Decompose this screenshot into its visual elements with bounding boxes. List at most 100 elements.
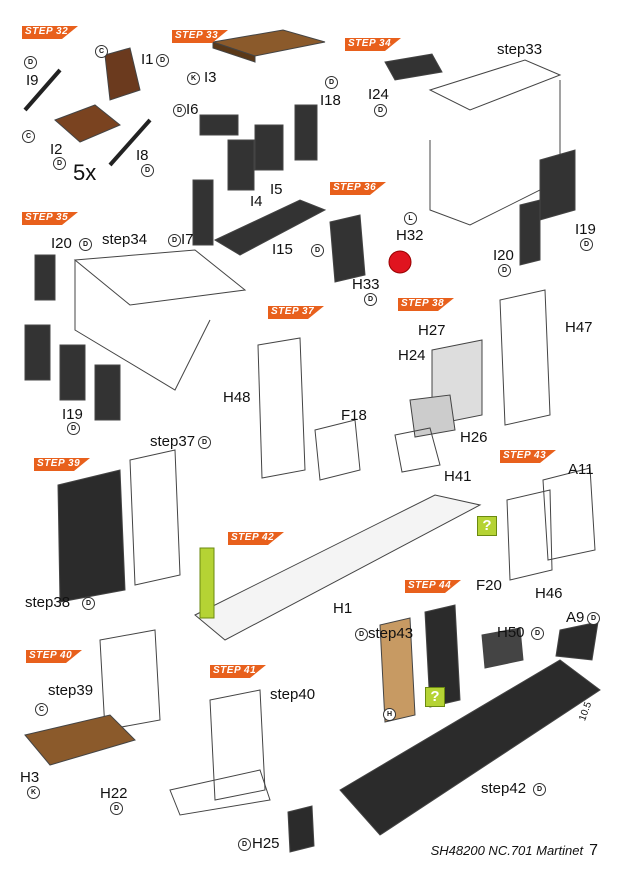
cockpit-40 <box>24 629 161 766</box>
part-label-h27: H27 <box>418 322 446 339</box>
part-label-i19-step34: I19 <box>575 221 596 238</box>
badge-d-i20b: D <box>79 238 92 251</box>
badge-d-i19b: D <box>67 422 80 435</box>
badge-l-h32: L <box>404 212 417 225</box>
badge-d-i9: D <box>24 56 37 69</box>
step-banner-35: STEP 35 <box>22 212 78 225</box>
step-label: STEP 39 <box>37 458 81 469</box>
badge-d-i18: D <box>325 76 338 89</box>
badge-d-h22: D <box>110 802 123 815</box>
quantity-label: 5x <box>73 160 97 185</box>
step-label: STEP 44 <box>408 580 452 591</box>
step-label: STEP 40 <box>29 650 73 661</box>
frame-43 <box>506 467 596 581</box>
step-label: STEP 37 <box>271 306 315 317</box>
ref-label-step40: step40 <box>270 686 316 703</box>
part-label-i19-step35: I19 <box>62 406 83 423</box>
kit-title: SH48200 NC.701 Martinet <box>430 843 584 858</box>
part-label-i20-step34: I20 <box>493 247 514 264</box>
part-label-i9: I9 <box>26 72 39 89</box>
part-label-a11: A11 <box>568 461 594 478</box>
page-number: 7 <box>589 842 598 859</box>
step-banner-36: STEP 36 <box>330 182 386 195</box>
question-mark-icon-step44: ? <box>425 687 445 707</box>
step-label: STEP 38 <box>401 298 445 309</box>
part-label-i6: I6 <box>186 101 199 118</box>
part-label-a9: A9 <box>566 609 585 626</box>
badge-k-i3: K <box>187 72 200 85</box>
step-label: STEP 35 <box>25 212 69 223</box>
step-label: STEP 32 <box>25 26 69 37</box>
question-mark-icon-step43: ? <box>477 516 497 536</box>
step-banner-32: STEP 32 <box>22 26 78 39</box>
part-label-h33: H33 <box>352 276 380 293</box>
step-banner-38: STEP 38 <box>398 298 454 311</box>
step-label: STEP 33 <box>175 30 219 41</box>
seat-assembly <box>23 47 152 167</box>
part-label-h48: H48 <box>223 389 251 406</box>
badge-d-i15: D <box>311 244 324 257</box>
seat-back-37 <box>257 337 361 481</box>
badge-d-step42: D <box>533 783 546 796</box>
part-label-h32: H32 <box>396 227 424 244</box>
ref-label-step38: step38 <box>25 594 71 611</box>
badge-d-i6: D <box>173 104 186 117</box>
badge-d-i20: D <box>498 264 511 277</box>
part-label-h46: H46 <box>535 585 563 602</box>
cockpit-side-39 <box>57 449 181 603</box>
cabin-frame-35 <box>24 249 247 421</box>
badge-d-i24: D <box>374 104 387 117</box>
badge-d-a9: D <box>587 612 600 625</box>
fuselage-floor-42 <box>194 494 482 641</box>
part-label-h25: H25 <box>252 835 280 852</box>
ref-label-step34: step34 <box>102 231 148 248</box>
part-label-h47: H47 <box>565 319 593 336</box>
instrument-panel-38 <box>394 289 551 473</box>
badge-d-step43: D <box>355 628 368 641</box>
step-banner-33: STEP 33 <box>172 30 228 43</box>
ref-label-step42: step42 <box>481 780 527 797</box>
part-label-f18: F18 <box>341 407 367 424</box>
part-label-i1: I1 <box>141 51 154 68</box>
ref-label-step39: step39 <box>48 682 94 699</box>
badge-d-h50: D <box>531 627 544 640</box>
part-label-h22: H22 <box>100 785 128 802</box>
cabin-frame-34 <box>384 53 576 266</box>
part-label-h24: H24 <box>398 347 426 364</box>
badge-d-i1: D <box>156 54 169 67</box>
badge-h-step43: H <box>383 708 396 721</box>
part-label-h3: H3 <box>20 769 40 786</box>
part-label-i15: I15 <box>272 241 293 258</box>
badge-d-step38: D <box>82 597 95 610</box>
part-label-h50: H50 <box>497 624 525 641</box>
cockpit-41 <box>169 689 315 853</box>
ref-label-step33: step33 <box>497 41 543 58</box>
part-label-i8: I8 <box>136 147 149 164</box>
step-label: STEP 42 <box>231 532 275 543</box>
part-label-f20: F20 <box>476 577 502 594</box>
part-label-i2: I2 <box>50 141 63 158</box>
part-label-i20-step35: I20 <box>51 235 72 252</box>
step-label: STEP 36 <box>333 182 377 193</box>
badge-d-i8: D <box>141 164 154 177</box>
step-banner-44: STEP 44 <box>405 580 461 593</box>
step-banner-39: STEP 39 <box>34 458 90 471</box>
step-banner-41: STEP 41 <box>210 665 266 678</box>
panel-36 <box>329 214 412 283</box>
step-banner-34: STEP 34 <box>345 38 401 51</box>
badge-k-h3: K <box>27 786 40 799</box>
part-label-i7: I7 <box>181 231 194 248</box>
part-label-i5: I5 <box>270 181 283 198</box>
part-label-h1: H1 <box>333 600 353 617</box>
badge-d-i19: D <box>580 238 593 251</box>
ref-label-step37: step37 <box>150 433 196 450</box>
part-label-i18: I18 <box>320 92 341 109</box>
part-label-i24: I24 <box>368 86 389 103</box>
step-banner-40: STEP 40 <box>26 650 82 663</box>
part-label-h26: H26 <box>460 429 488 446</box>
step-banner-42: STEP 42 <box>228 532 284 545</box>
badge-c-i1: C <box>95 45 108 58</box>
step-label: STEP 34 <box>348 38 392 49</box>
part-label-h41: H41 <box>444 468 472 485</box>
